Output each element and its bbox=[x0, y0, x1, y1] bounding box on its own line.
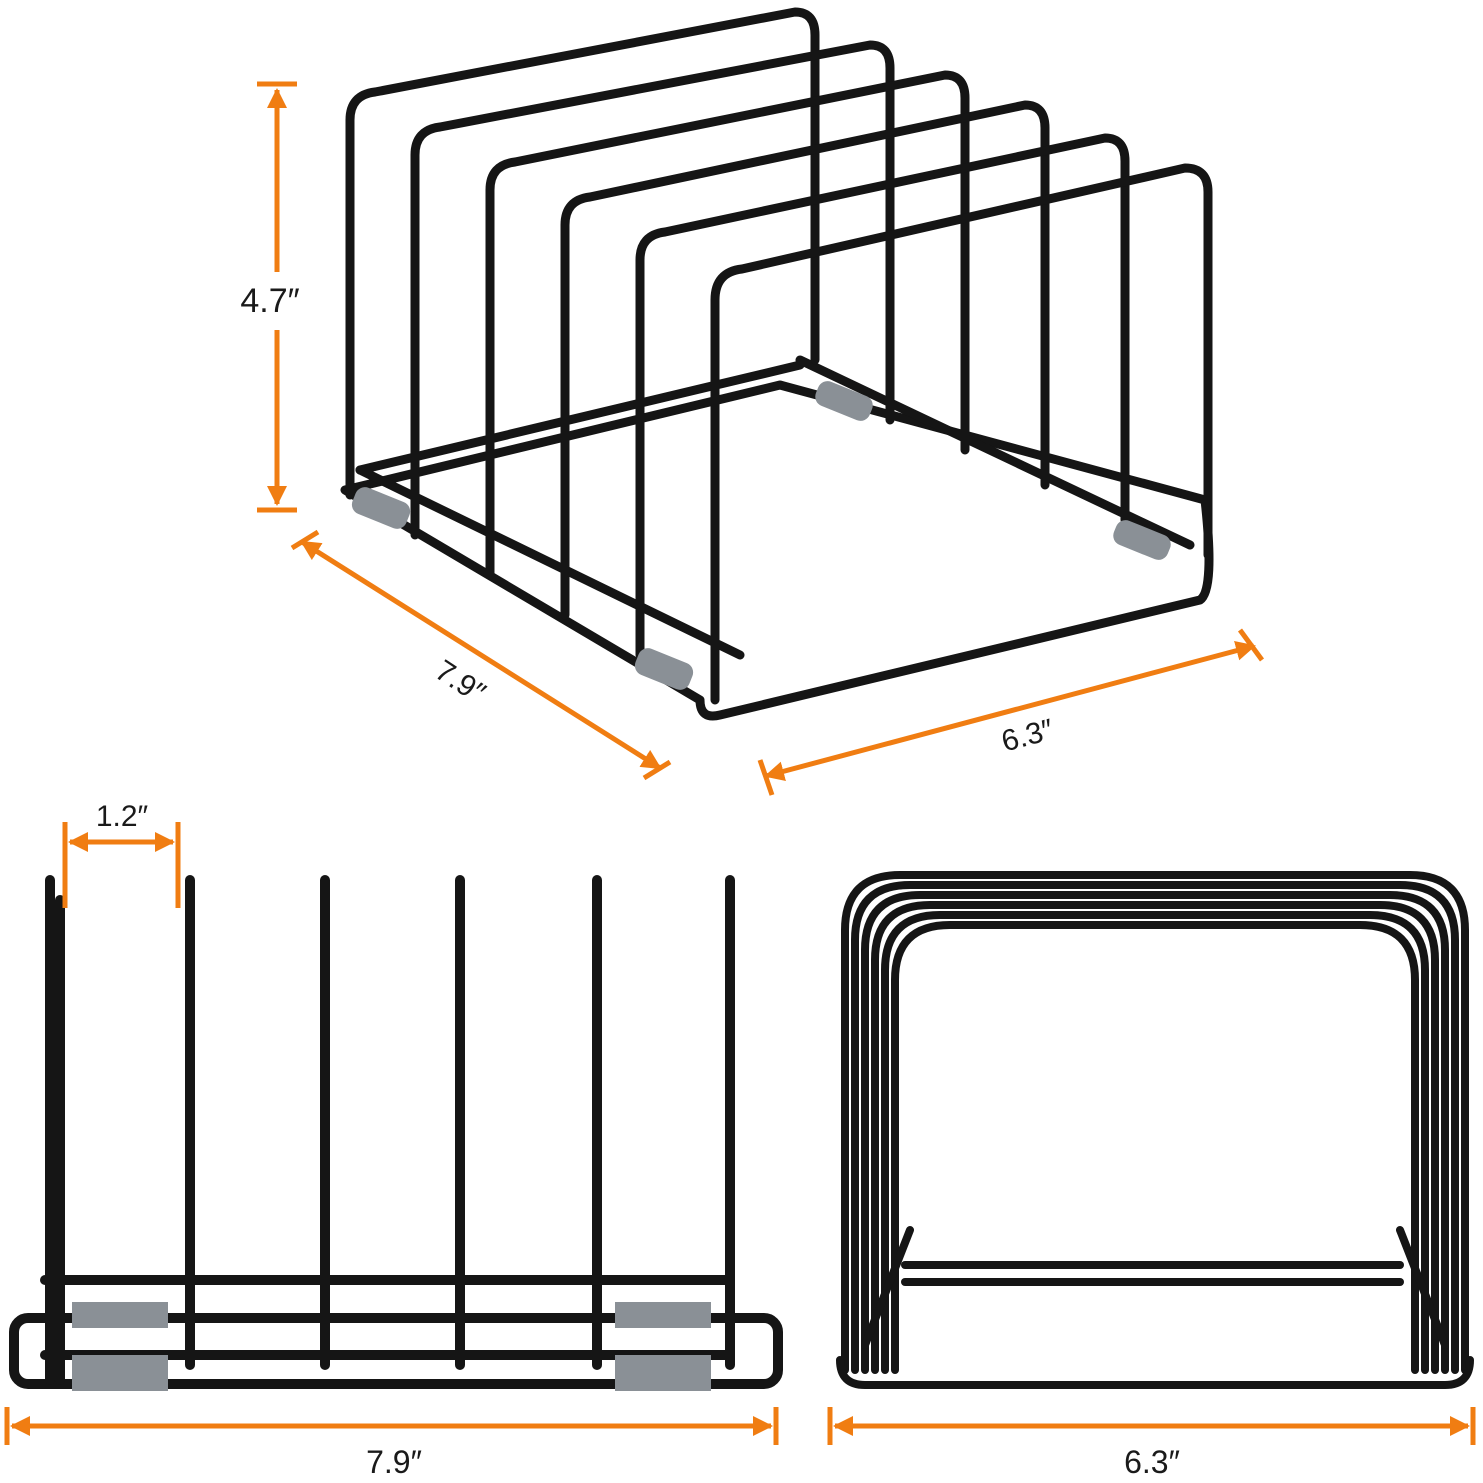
spacing-dimension bbox=[62, 822, 181, 908]
front-base bbox=[836, 1356, 1474, 1389]
front-width-dimension bbox=[827, 1407, 1476, 1445]
width-label: 6.3″ bbox=[998, 713, 1057, 759]
perspective-clips bbox=[351, 381, 1171, 690]
divider-1 bbox=[345, 7, 820, 500]
spacing-label: 1.2″ bbox=[96, 800, 149, 833]
side-clips bbox=[72, 1302, 711, 1391]
side-length-dimension bbox=[4, 1407, 779, 1445]
side-divider-1 bbox=[45, 875, 65, 1385]
width-dimension bbox=[757, 628, 1265, 796]
front-view bbox=[836, 871, 1474, 1389]
perspective-view bbox=[340, 7, 1214, 721]
divider-2 bbox=[410, 40, 895, 540]
divider-3 bbox=[485, 70, 970, 580]
side-length-label: 7.9″ bbox=[366, 1444, 422, 1480]
base-frame bbox=[340, 380, 1214, 721]
height-label: 4.7″ bbox=[240, 282, 299, 320]
divider-6 bbox=[710, 163, 1213, 705]
height-dimension bbox=[257, 81, 297, 513]
divider-4 bbox=[560, 100, 1050, 620]
depth-dimension bbox=[290, 529, 672, 781]
depth-label: 7.9″ bbox=[429, 654, 491, 710]
divider-5 bbox=[635, 133, 1130, 660]
side-base bbox=[9, 1313, 783, 1389]
front-width-label: 6.3″ bbox=[1124, 1444, 1180, 1480]
